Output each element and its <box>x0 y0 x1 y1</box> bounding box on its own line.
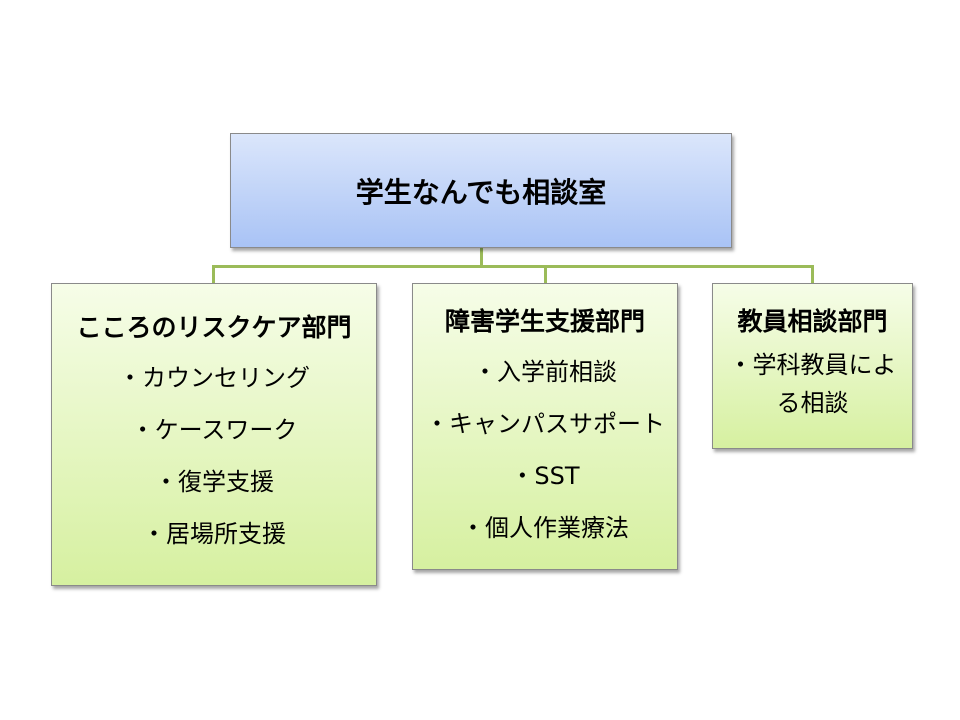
dept-item: ・居場所支援 <box>142 520 286 548</box>
dept-item: ・入学前相談 <box>473 358 617 386</box>
dept-node-kokoro: こころのリスクケア部門 ・カウンセリング ・ケースワーク ・復学支援 ・居場所支… <box>51 283 377 586</box>
connector-dept-1 <box>212 265 215 283</box>
dept-title: こころのリスクケア部門 <box>76 313 352 342</box>
connector-horizontal <box>212 265 814 268</box>
dept-item: ・個人作業療法 <box>461 514 629 542</box>
dept-item: ・キャンパスサポート <box>425 410 665 438</box>
dept-title: 教員相談部門 <box>737 307 888 336</box>
dept-title: 障害学生支援部門 <box>444 307 645 336</box>
connector-root <box>480 248 483 267</box>
dept-node-disability: 障害学生支援部門 ・入学前相談 ・キャンパスサポート ・SST ・個人作業療法 <box>412 283 678 570</box>
connector-dept-3 <box>811 265 814 283</box>
dept-node-faculty: 教員相談部門 ・学科教員による相談 <box>712 283 913 449</box>
connector-dept-2 <box>544 265 547 283</box>
dept-item: ・カウンセリング <box>118 364 310 392</box>
dept-item: ・復学支援 <box>154 468 274 496</box>
root-label: 学生なんでも相談室 <box>355 175 607 209</box>
dept-item: ・学科教員による相談 <box>728 351 897 417</box>
root-node: 学生なんでも相談室 <box>230 133 732 248</box>
dept-item: ・SST <box>510 462 580 490</box>
dept-item: ・ケースワーク <box>130 416 298 444</box>
